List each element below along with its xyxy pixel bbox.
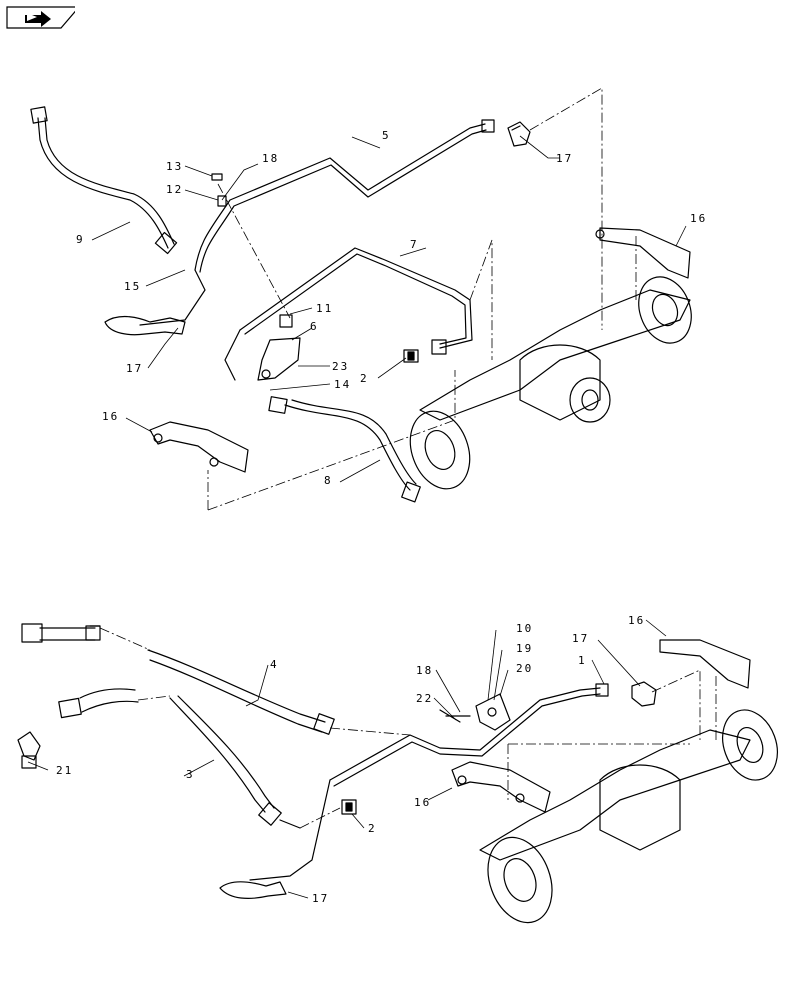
axle-bottom bbox=[479, 709, 778, 924]
top-callout-1: 17 bbox=[556, 152, 573, 165]
bracket-10 bbox=[439, 693, 511, 731]
bottom-callout-11: 16 bbox=[414, 796, 431, 809]
axle-top bbox=[409, 276, 692, 490]
part-12 bbox=[217, 195, 227, 207]
hose-9 bbox=[30, 106, 178, 255]
bottom-callout-5: 22 bbox=[416, 692, 433, 705]
bottom-callout-0: 4 bbox=[270, 658, 279, 671]
top-callout-8: 11 bbox=[316, 302, 333, 315]
top-callout-6: 15 bbox=[124, 280, 141, 293]
bracket-6 bbox=[257, 314, 301, 381]
bracket-16-right-top bbox=[595, 227, 691, 279]
hose-8 bbox=[268, 396, 421, 503]
top-callout-16: 8 bbox=[324, 474, 333, 487]
bottom-callout-13: 17 bbox=[312, 892, 329, 905]
forward-nav-button[interactable] bbox=[5, 5, 81, 30]
tube-7 bbox=[224, 247, 473, 381]
bottom-callout-8: 16 bbox=[628, 614, 645, 627]
bottom-callout-4: 18 bbox=[416, 664, 433, 677]
bottom-callout-3: 20 bbox=[516, 662, 533, 675]
top-callout-14: 16 bbox=[102, 410, 119, 423]
bottom-callout-1: 10 bbox=[516, 622, 533, 635]
top-callout-13: 2 bbox=[360, 372, 369, 385]
tube-5 bbox=[139, 119, 495, 326]
hose-3 bbox=[58, 688, 301, 829]
top-callout-9: 6 bbox=[310, 320, 319, 333]
bracket-16-left-top bbox=[149, 421, 249, 473]
fitting-2-bottom bbox=[341, 799, 357, 815]
bottom-callout-6: 1 bbox=[578, 654, 587, 667]
bracket-16-bottom-right bbox=[659, 639, 751, 689]
top-callout-12: 7 bbox=[410, 238, 419, 251]
bottom-callout-9: 21 bbox=[56, 764, 73, 777]
fitting-17-top bbox=[507, 121, 531, 147]
forward-arrow-icon bbox=[6, 6, 81, 29]
top-callout-11: 14 bbox=[334, 378, 351, 391]
bracket-16-bottom-mid bbox=[451, 761, 551, 813]
fitting-21 bbox=[17, 731, 41, 769]
fitting-17-bottom-right bbox=[631, 681, 657, 707]
hose-4 bbox=[21, 623, 335, 735]
bottom-callout-7: 17 bbox=[572, 632, 589, 645]
top-callout-0: 5 bbox=[382, 129, 391, 142]
bottom-callout-10: 3 bbox=[186, 768, 195, 781]
top-callout-10: 23 bbox=[332, 360, 349, 373]
top-callout-4: 12 bbox=[166, 183, 183, 196]
top-callout-2: 13 bbox=[166, 160, 183, 173]
top-callout-7: 17 bbox=[126, 362, 143, 375]
top-callout-3: 18 bbox=[262, 152, 279, 165]
fitting-17-left bbox=[104, 315, 186, 336]
fitting-17-bottom-left bbox=[219, 881, 287, 899]
part-13 bbox=[211, 173, 223, 181]
bottom-callout-2: 19 bbox=[516, 642, 533, 655]
top-callout-5: 9 bbox=[76, 233, 85, 246]
bottom-callout-12: 2 bbox=[368, 822, 377, 835]
top-callout-15: 16 bbox=[690, 212, 707, 225]
fitting-2-top bbox=[403, 349, 419, 363]
